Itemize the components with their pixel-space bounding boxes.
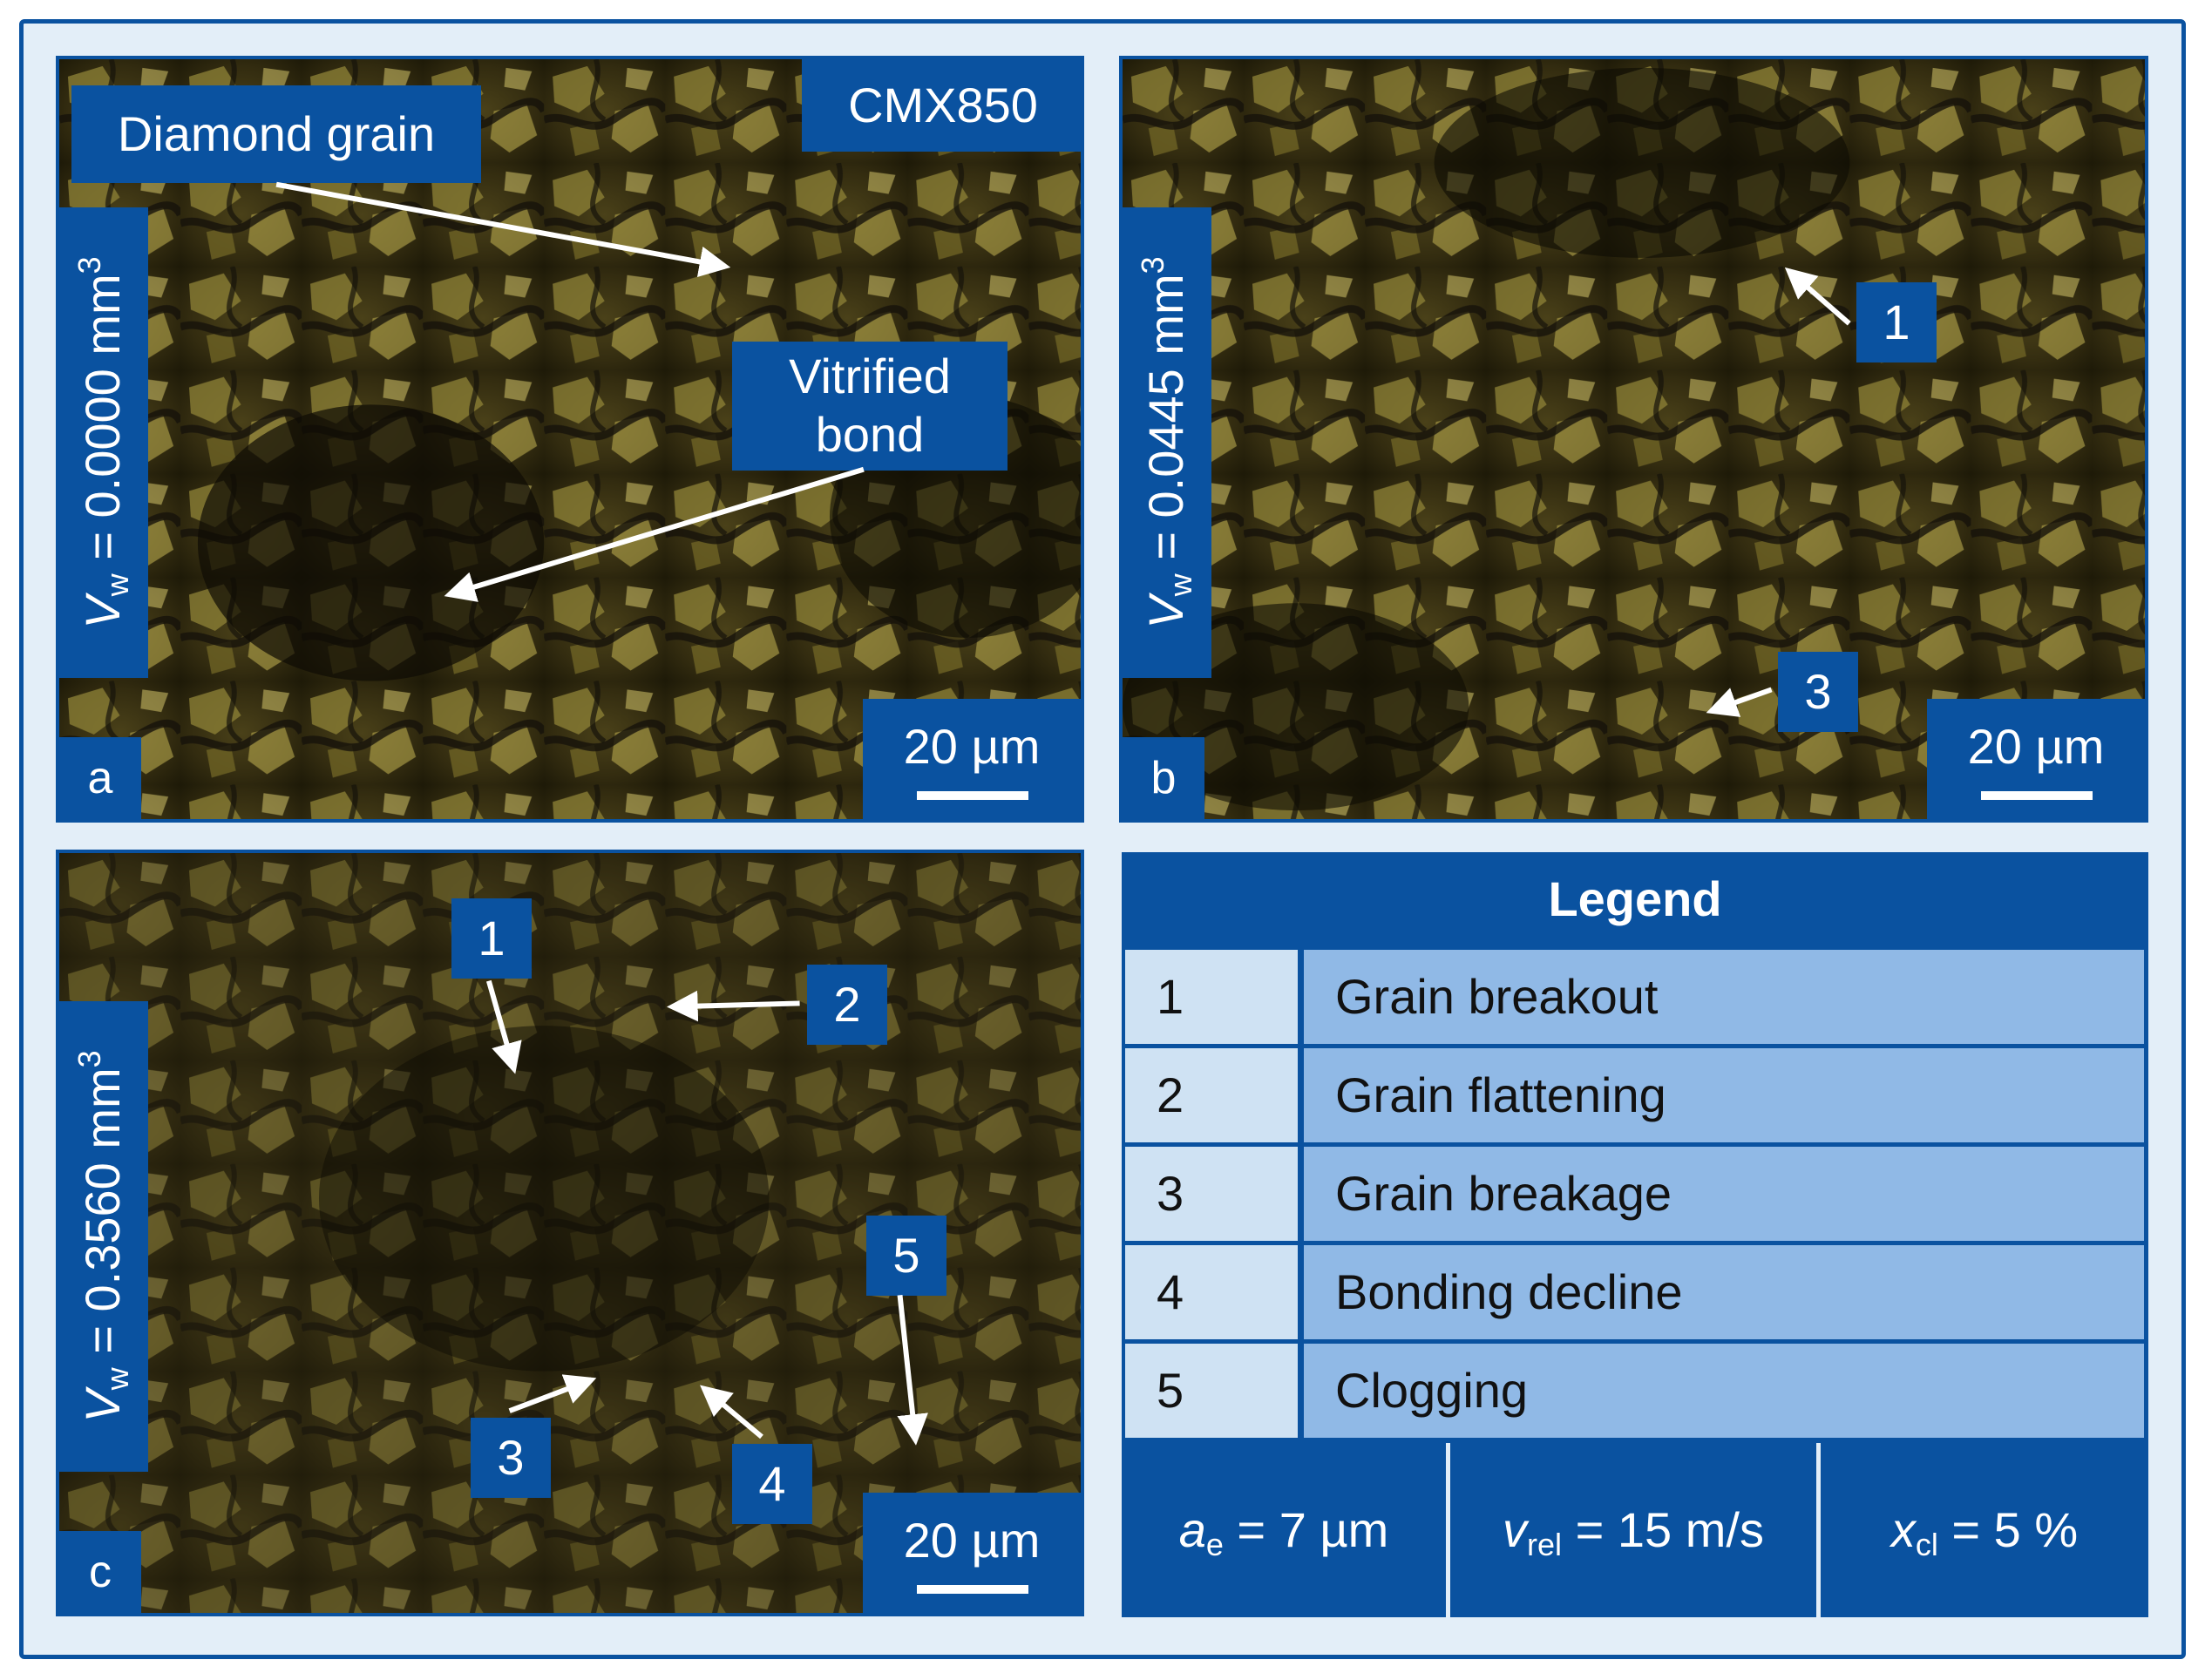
- marker-c-4: 4: [732, 1444, 812, 1524]
- scale-bar-b: 20 µm: [1927, 699, 2145, 819]
- vw-sub-b: w: [1163, 573, 1198, 597]
- param-speed-sub: rel: [1527, 1527, 1563, 1562]
- legend-row: 4 Bonding decline: [1125, 1245, 2144, 1339]
- scale-bar-c: 20 µm: [863, 1493, 1081, 1613]
- scale-line-a: [917, 791, 1028, 800]
- scale-line-c: [917, 1585, 1028, 1594]
- vw-sup-c: 3: [71, 1050, 107, 1068]
- legend-row: 5 Clogging: [1125, 1344, 2144, 1438]
- param-clearance: xcl = 5 %: [1821, 1443, 2148, 1617]
- legend-table: Legend 1 Grain breakout 2 Grain flatteni…: [1122, 852, 2148, 1617]
- marker-c-5: 5: [866, 1216, 946, 1296]
- param-depth-sub: e: [1205, 1527, 1224, 1562]
- legend-text: Grain breakout: [1304, 950, 2144, 1044]
- vw-sub-c: w: [99, 1367, 135, 1391]
- vw-sub: w: [99, 573, 135, 597]
- param-speed-value: = 15 m/s: [1562, 1502, 1764, 1557]
- vw-value-c: = 0.3560 mm: [75, 1067, 130, 1368]
- param-clearance-value: = 5 %: [1937, 1502, 2079, 1557]
- vitrified-bond-label: Vitrified bond: [732, 342, 1008, 471]
- panel-letter-b: b: [1123, 737, 1204, 819]
- micrograph-b: [1123, 59, 2145, 819]
- panel-c: Vw = 0.3560 mm3 1 2 3 4 5 20 µm c: [56, 850, 1084, 1616]
- param-clearance-sub: cl: [1915, 1527, 1938, 1562]
- scale-line-b: [1981, 791, 2093, 800]
- legend-text: Grain flattening: [1304, 1048, 2144, 1142]
- param-depth: ae = 7 µm: [1122, 1443, 1446, 1617]
- legend-num: 2: [1125, 1048, 1298, 1142]
- vitrified-bond-line2: bond: [815, 407, 925, 463]
- vw-label-a: Vw = 0.0000 mm3: [59, 207, 148, 678]
- vw-symbol: V: [75, 596, 130, 629]
- vw-value-b: = 0.0445 mm: [1138, 274, 1193, 574]
- legend-text: Clogging: [1304, 1344, 2144, 1438]
- param-depth-value: = 7 µm: [1223, 1502, 1389, 1557]
- param-speed-symbol: v: [1503, 1502, 1528, 1557]
- scale-text-b: 20 µm: [1967, 719, 2105, 774]
- legend-num: 5: [1125, 1344, 1298, 1438]
- legend-num: 1: [1125, 950, 1298, 1044]
- legend-text: Grain breakage: [1304, 1147, 2144, 1241]
- legend-num: 3: [1125, 1147, 1298, 1241]
- legend-title: Legend: [1548, 871, 1722, 926]
- legend-row: 3 Grain breakage: [1125, 1147, 2144, 1241]
- material-label: CMX850: [802, 59, 1081, 152]
- param-clearance-symbol: x: [1890, 1502, 1916, 1557]
- marker-c-2: 2: [807, 965, 887, 1045]
- legend-row: 2 Grain flattening: [1125, 1048, 2144, 1142]
- param-depth-symbol: a: [1178, 1502, 1206, 1557]
- legend-row: 1 Grain breakout: [1125, 950, 2144, 1044]
- legend-num: 4: [1125, 1245, 1298, 1339]
- marker-b-1: 1: [1856, 282, 1937, 362]
- panel-letter-a: a: [59, 737, 141, 819]
- vw-value-a: = 0.0000 mm: [75, 274, 130, 574]
- param-separator: [1446, 1443, 1450, 1617]
- marker-b-3: 3: [1778, 652, 1858, 732]
- scale-text-a: 20 µm: [903, 719, 1041, 774]
- panel-a: CMX850 Diamond grain Vitrified bond Vw =…: [56, 56, 1084, 823]
- marker-c-3: 3: [471, 1418, 551, 1498]
- process-parameters: ae = 7 µm vrel = 15 m/s xcl = 5 %: [1122, 1443, 2148, 1617]
- marker-c-1: 1: [451, 898, 532, 979]
- scale-bar-a: 20 µm: [863, 699, 1081, 819]
- vw-sup: 3: [71, 256, 107, 274]
- vw-sup-b: 3: [1135, 256, 1170, 274]
- vitrified-bond-line1: Vitrified: [789, 349, 951, 403]
- legend-text: Bonding decline: [1304, 1245, 2144, 1339]
- param-separator: [1816, 1443, 1821, 1617]
- vw-symbol-b: V: [1138, 596, 1193, 629]
- panel-b: Vw = 0.0445 mm3 1 3 20 µm b: [1119, 56, 2148, 823]
- vw-symbol-c: V: [75, 1390, 130, 1423]
- panel-letter-c: c: [59, 1531, 141, 1613]
- param-speed: vrel = 15 m/s: [1450, 1443, 1816, 1617]
- vw-label-b: Vw = 0.0445 mm3: [1123, 207, 1211, 678]
- scale-text-c: 20 µm: [903, 1513, 1041, 1568]
- diamond-grain-label: Diamond grain: [71, 85, 481, 183]
- vw-label-c: Vw = 0.3560 mm3: [59, 1001, 148, 1472]
